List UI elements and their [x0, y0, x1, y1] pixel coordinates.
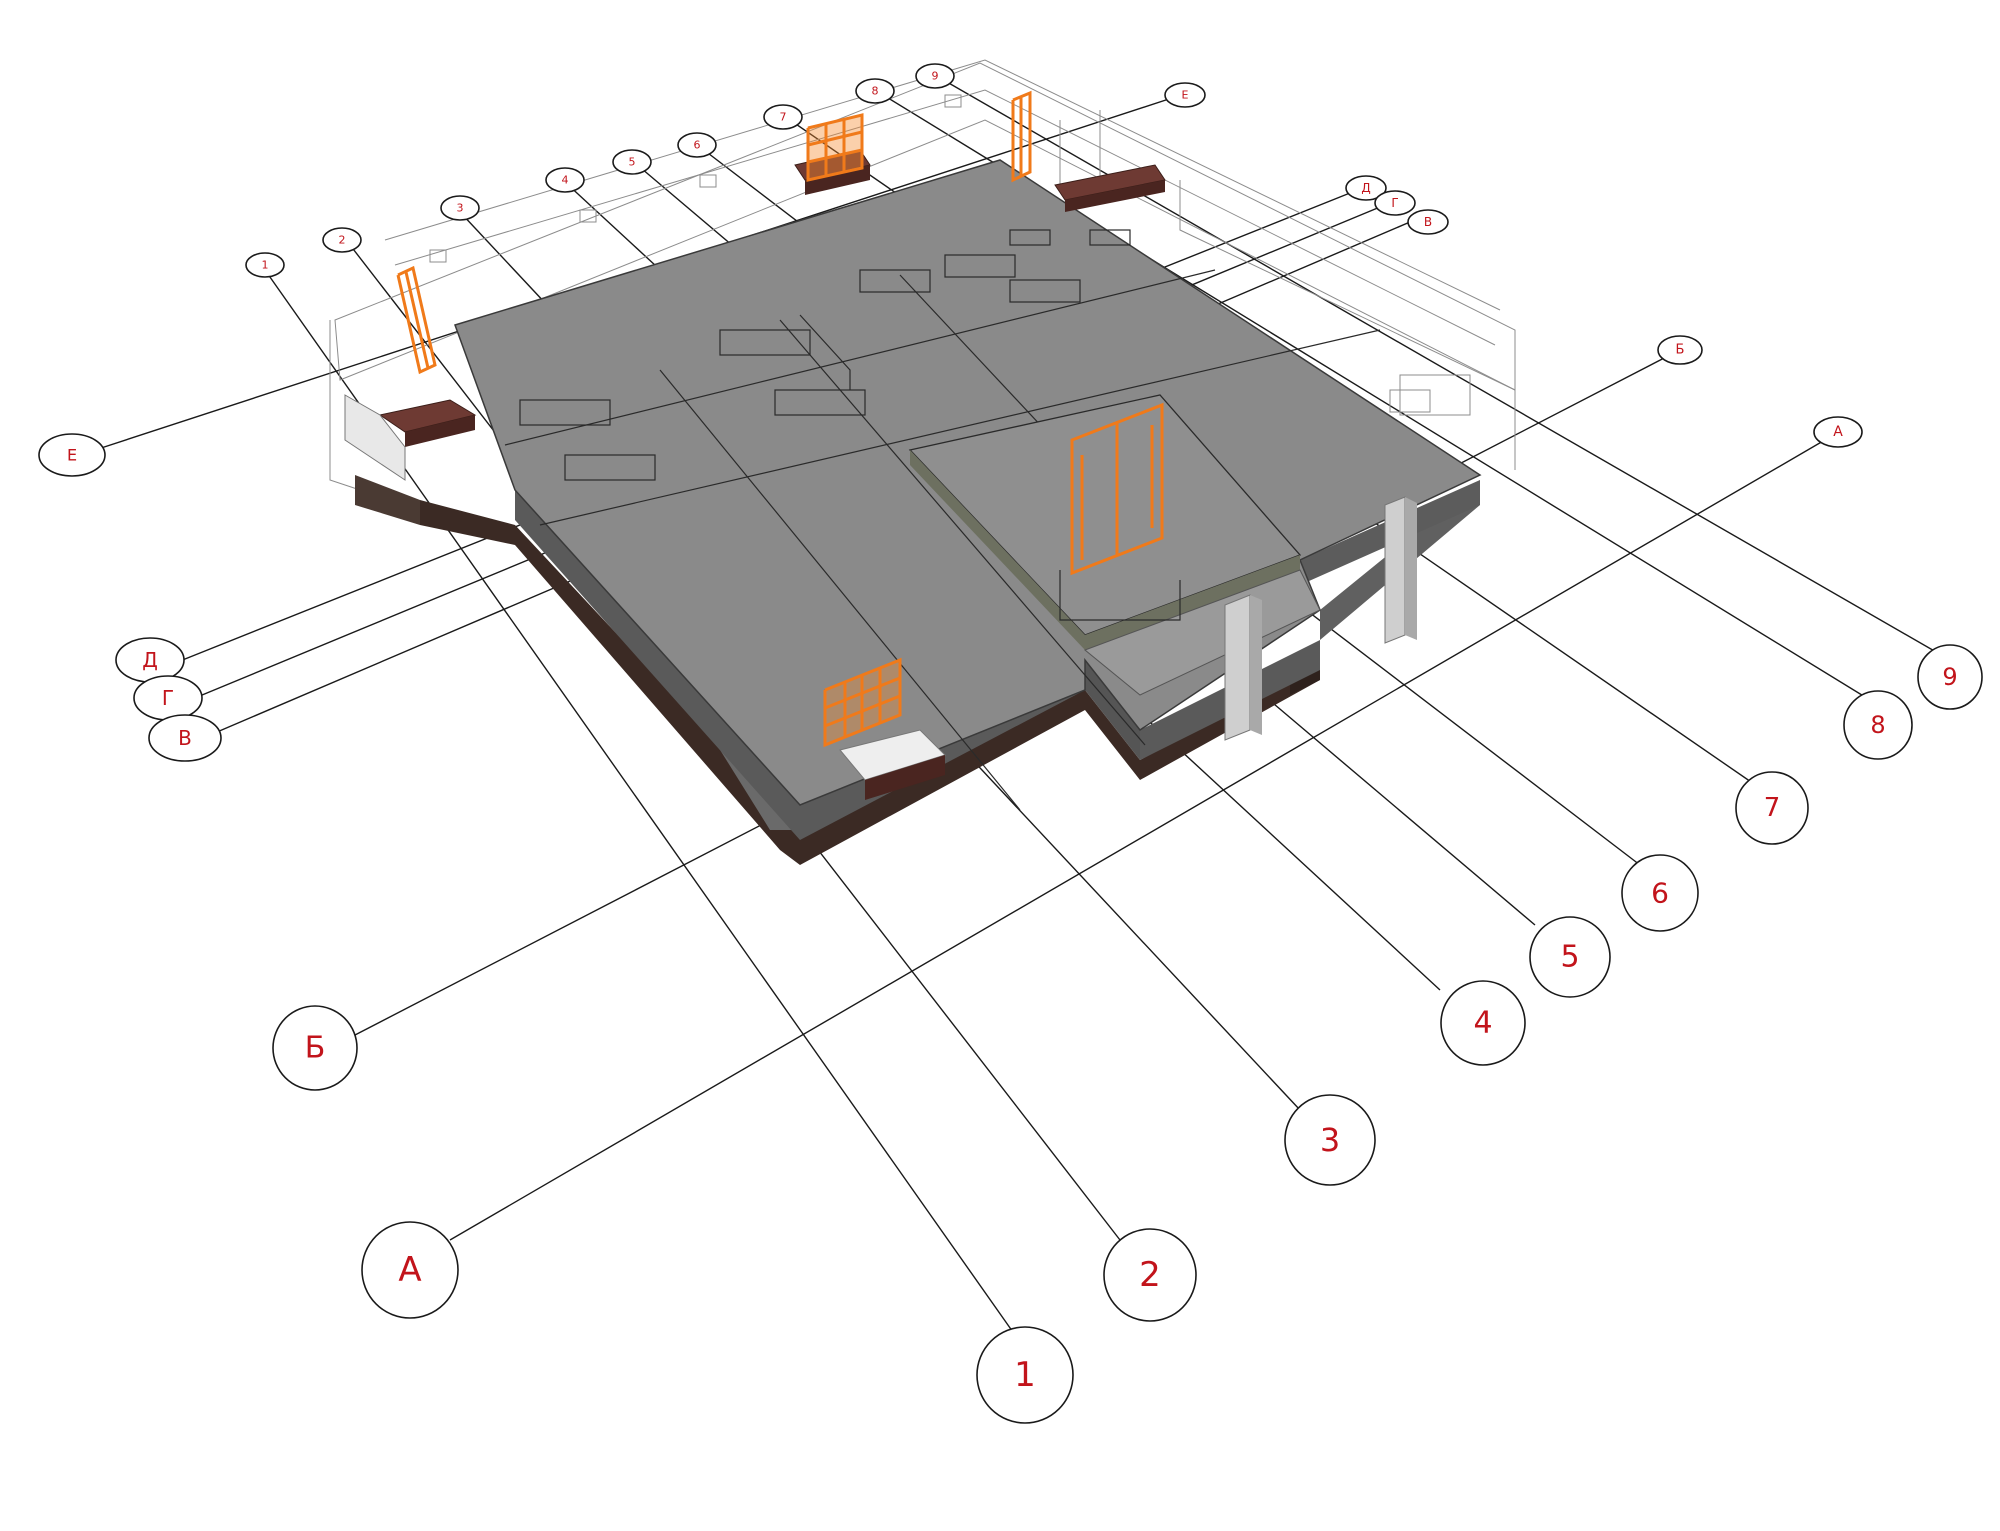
far-bubble-8: 8	[855, 78, 895, 104]
left-bubble-V-label: В	[178, 726, 192, 750]
right-bubble-D-label: Д	[1361, 181, 1370, 195]
far-bubble-1-label: 1	[262, 259, 269, 272]
left-bubble-D: Д	[115, 637, 185, 683]
right-bubble-V-label: В	[1424, 215, 1432, 229]
far-bubble-7: 7	[763, 104, 803, 130]
near-bubble-A-label: А	[398, 1250, 421, 1290]
near-bubble-3: 3	[1284, 1094, 1376, 1186]
far-bubble-6: 6	[677, 132, 717, 158]
far-bubbles: 1 2 3 4 5 6 7 8	[245, 63, 1863, 448]
window-front	[823, 657, 902, 748]
near-bubble-B: Б	[272, 1005, 358, 1091]
near-bubble-9: 9	[1917, 644, 1983, 710]
near-bubble-4-label: 4	[1473, 1006, 1492, 1041]
left-bubble-G-label: Г	[162, 686, 174, 710]
far-bubble-9: 9	[915, 63, 955, 89]
right-bubble-B: Б	[1657, 335, 1703, 365]
near-bubble-6: 6	[1621, 854, 1699, 932]
right-bubble-D: Д	[1345, 175, 1387, 201]
window-back	[806, 113, 864, 182]
far-bubble-1: 1	[245, 252, 285, 278]
left-bubble-E-label: Е	[67, 446, 77, 465]
left-bubble-G: Г	[133, 675, 203, 721]
near-bubble-5: 5	[1529, 916, 1611, 998]
near-bubble-1-label: 1	[1014, 1355, 1036, 1395]
near-bubble-2: 2	[1103, 1228, 1197, 1322]
near-bubble-1: 1	[976, 1326, 1074, 1424]
far-bubble-5-label: 5	[629, 156, 636, 169]
near-bubble-A: А	[361, 1221, 459, 1319]
near-bubble-5-label: 5	[1560, 940, 1579, 975]
columns	[1224, 496, 1417, 741]
far-bubble-5: 5	[612, 149, 652, 175]
column-right	[1384, 496, 1406, 644]
far-bubble-4: 4	[545, 167, 585, 193]
far-bubble-7-label: 7	[780, 111, 787, 124]
left-bubble-E: Е	[38, 433, 106, 477]
right-bubble-B-label: Б	[1676, 343, 1685, 358]
near-bubble-2-label: 2	[1139, 1255, 1161, 1295]
far-bubble-E: Е	[1164, 82, 1206, 108]
near-bubble-9-label: 9	[1942, 663, 1957, 691]
near-bubble-8: 8	[1843, 690, 1913, 760]
far-bubble-3-label: 3	[457, 202, 464, 215]
near-bubble-B-label: Б	[305, 1031, 326, 1066]
wireframe-walls	[329, 59, 1516, 521]
far-bubble-6-label: 6	[694, 139, 701, 152]
near-bubble-3-label: 3	[1320, 1121, 1340, 1159]
near-bubble-6-label: 6	[1651, 877, 1669, 910]
right-bubble-V: В	[1407, 209, 1449, 235]
far-bubble-E-label: Е	[1182, 89, 1189, 102]
column-left	[1224, 594, 1251, 741]
brick-elements	[344, 149, 1166, 800]
right-bubble-G: Г	[1374, 190, 1416, 216]
near-bubbles: Б А 1 2 3 4 5 6	[272, 644, 1983, 1424]
left-bubbles: Е Д Г В	[38, 433, 222, 762]
left-bubble-D-label: Д	[142, 648, 158, 672]
near-bubble-7-label: 7	[1764, 793, 1781, 823]
axis-line-A	[449, 436, 1831, 1241]
right-bubble-A: А	[1813, 416, 1863, 448]
far-bubble-2-label: 2	[339, 234, 346, 247]
near-bubble-4: 4	[1440, 980, 1526, 1066]
door-center	[1070, 402, 1164, 576]
far-bubble-9-label: 9	[932, 70, 939, 83]
far-bubble-2: 2	[322, 227, 362, 253]
openings	[396, 90, 1164, 748]
door-back-right	[1011, 90, 1032, 183]
near-bubble-8-label: 8	[1870, 711, 1885, 739]
right-bubble-A-label: А	[1833, 424, 1843, 440]
right-bubble-G-label: Г	[1391, 196, 1398, 210]
door-back-left	[396, 265, 437, 375]
near-bubble-7: 7	[1735, 771, 1809, 845]
far-bubble-8-label: 8	[872, 85, 879, 98]
far-bubble-4-label: 4	[562, 174, 569, 187]
left-bubble-V: В	[148, 714, 222, 762]
far-bubble-3: 3	[440, 195, 480, 221]
